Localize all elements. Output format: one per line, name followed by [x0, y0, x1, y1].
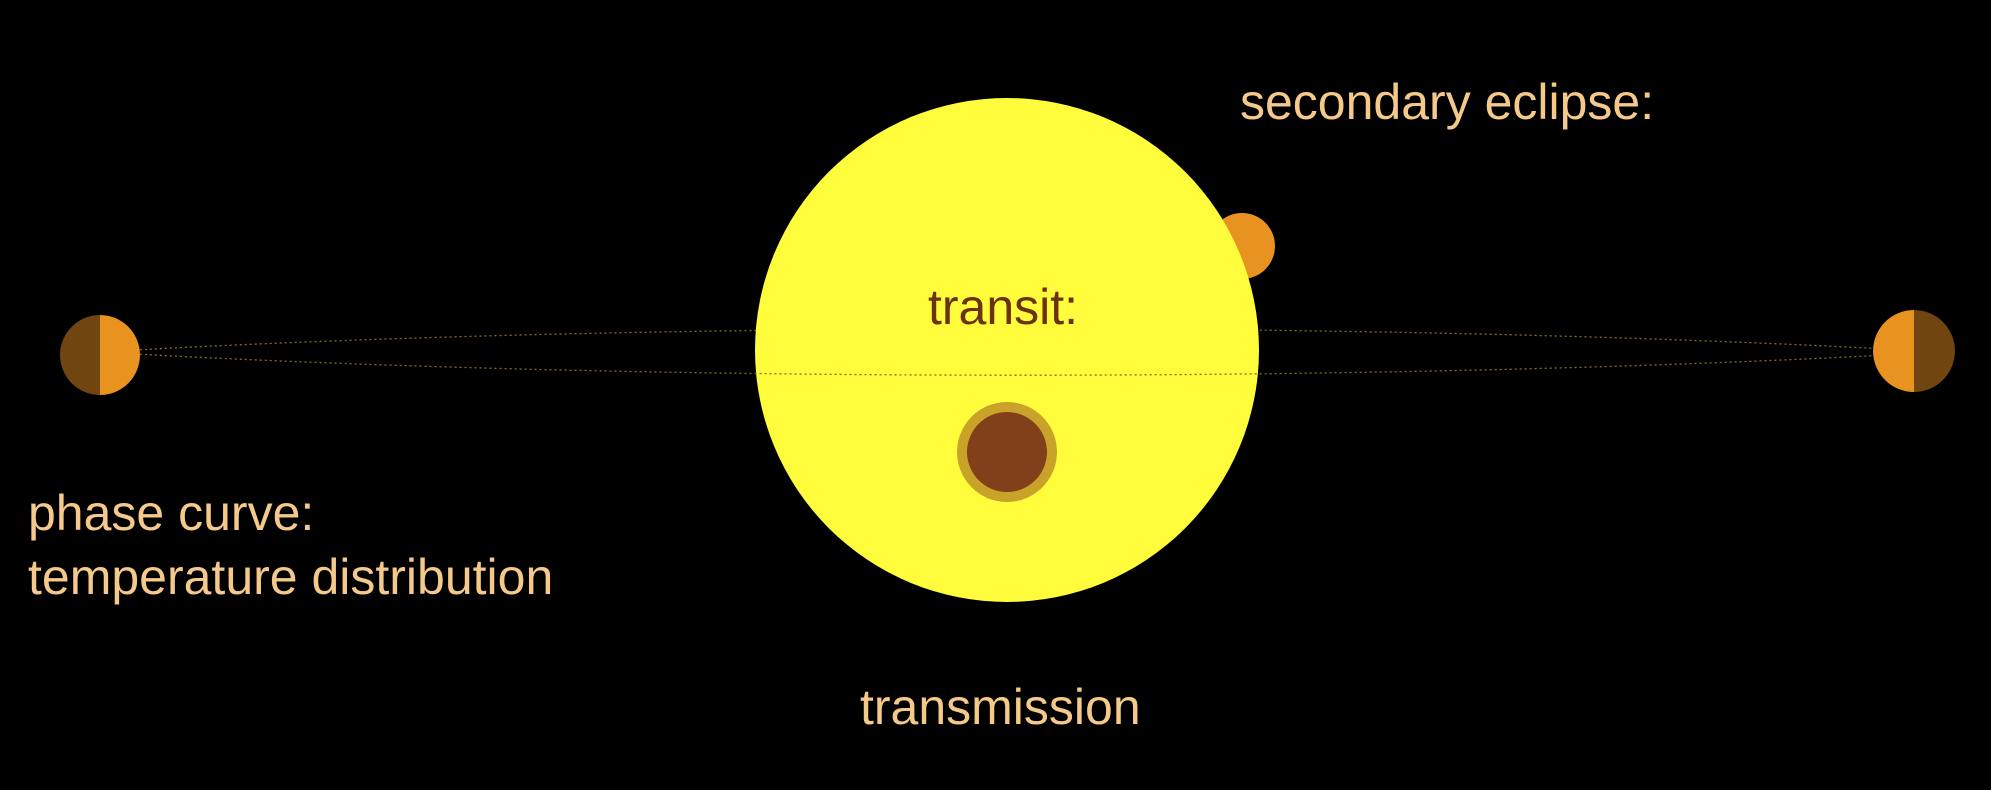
star: [755, 98, 1259, 602]
transit-label: transit:: [928, 279, 1079, 335]
right-phase-planet: [1873, 310, 1955, 392]
left-planet-night-side: [60, 315, 100, 395]
phase-curve-label: phase curve: temperature distribution: [28, 481, 553, 609]
phase-curve-label-line2: temperature distribution: [28, 549, 554, 605]
left-planet-day-side: [100, 315, 140, 395]
left-phase-planet: [60, 315, 140, 395]
secondary-eclipse-label: secondary eclipse:: [1240, 74, 1655, 130]
right-planet-day-side: [1873, 310, 1914, 392]
transmission-label: transmission: [860, 679, 1141, 735]
transit-planet: [967, 412, 1047, 492]
right-planet-night-side: [1914, 310, 1955, 392]
phase-curve-label-line1: phase curve:: [28, 485, 315, 541]
orbit-path-front: [99, 351, 1941, 376]
